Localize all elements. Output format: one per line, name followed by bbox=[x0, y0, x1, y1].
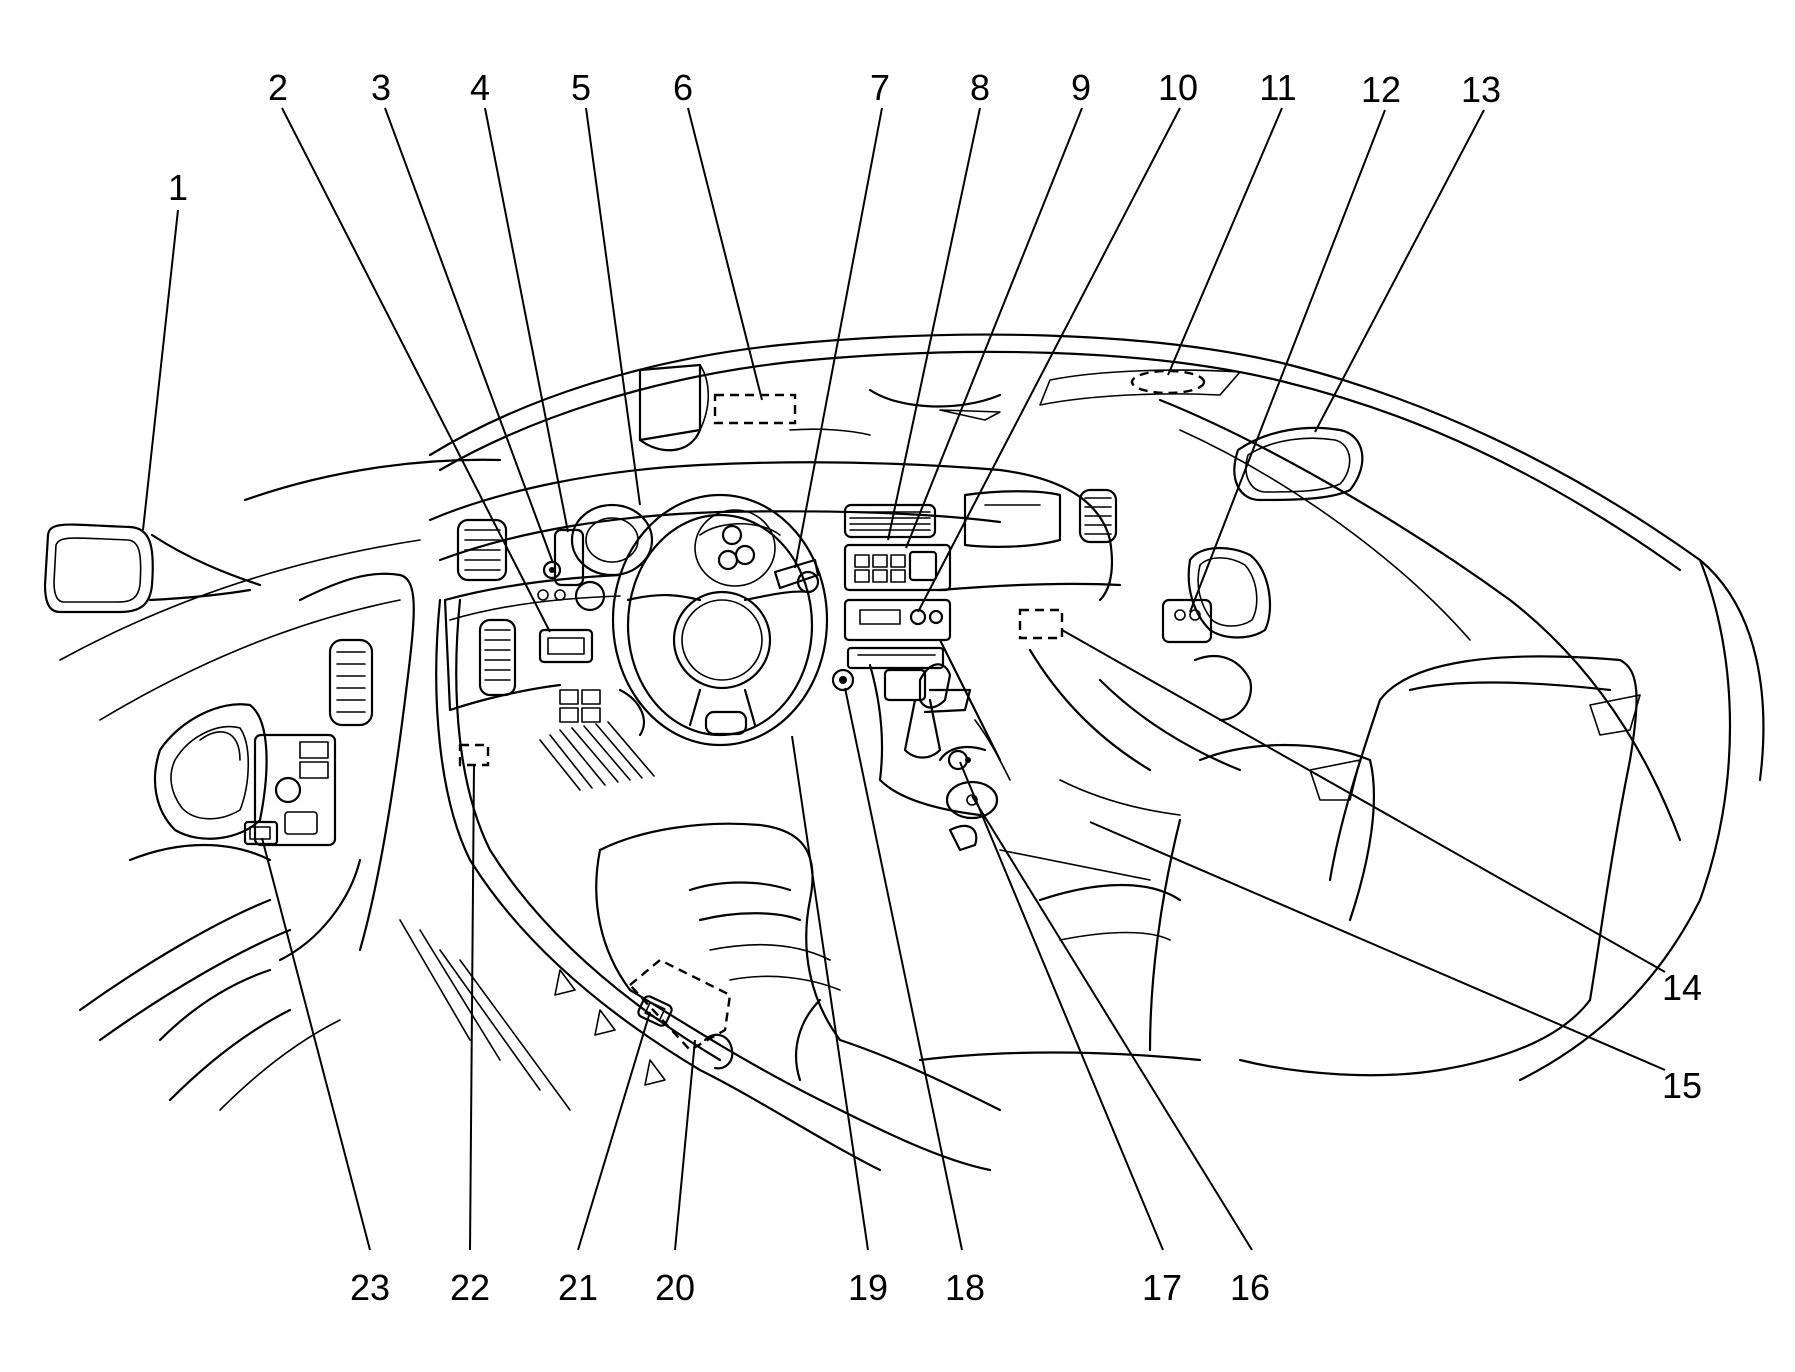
callout-4: 4 bbox=[470, 67, 490, 108]
callout-9: 9 bbox=[1071, 67, 1091, 108]
callout-13: 13 bbox=[1461, 69, 1501, 110]
roof-module-hidden bbox=[1130, 369, 1206, 395]
callout-15: 15 bbox=[1662, 1065, 1702, 1106]
callout-labels: 1 2 3 4 5 6 7 8 9 10 11 12 13 14 15 16 1… bbox=[168, 67, 1702, 1308]
callout-23: 23 bbox=[350, 1267, 390, 1308]
callout-17: 17 bbox=[1142, 1267, 1182, 1308]
right-outside-mirror bbox=[1233, 426, 1364, 502]
callout-7: 7 bbox=[870, 67, 890, 108]
instrument-panel bbox=[428, 461, 1122, 712]
roof-and-body-outline bbox=[59, 333, 1765, 1082]
callout-19: 19 bbox=[848, 1267, 888, 1308]
callout-12: 12 bbox=[1361, 69, 1401, 110]
callout-14: 14 bbox=[1662, 967, 1702, 1008]
passenger-kick-module-hidden bbox=[1018, 608, 1064, 640]
callout-6: 6 bbox=[673, 67, 693, 108]
callout-18: 18 bbox=[945, 1267, 985, 1308]
pedal-area bbox=[539, 688, 655, 791]
callout-11: 11 bbox=[1259, 67, 1296, 108]
driver-door-panel bbox=[78, 572, 415, 1111]
callout-22: 22 bbox=[450, 1267, 490, 1308]
driver-seat bbox=[595, 822, 1002, 1172]
left-outside-mirror bbox=[43, 523, 262, 614]
callout-2: 2 bbox=[268, 67, 288, 108]
callout-21: 21 bbox=[558, 1267, 598, 1308]
callout-1: 1 bbox=[168, 167, 188, 208]
callout-10: 10 bbox=[1158, 67, 1198, 108]
overhead-module-hidden bbox=[713, 393, 797, 425]
rear-cabin-lines bbox=[948, 648, 1242, 881]
steering-wheel bbox=[611, 493, 829, 747]
callout-20: 20 bbox=[655, 1267, 695, 1308]
callout-5: 5 bbox=[571, 67, 591, 108]
leader-lines bbox=[142, 107, 1666, 1251]
callout-16: 16 bbox=[1230, 1267, 1270, 1308]
passenger-seat bbox=[918, 546, 1641, 1077]
a-pillar-and-sill bbox=[399, 598, 882, 1172]
callout-8: 8 bbox=[970, 67, 990, 108]
center-console bbox=[831, 638, 1011, 820]
callout-3: 3 bbox=[371, 67, 391, 108]
windshield-header bbox=[638, 363, 1241, 452]
